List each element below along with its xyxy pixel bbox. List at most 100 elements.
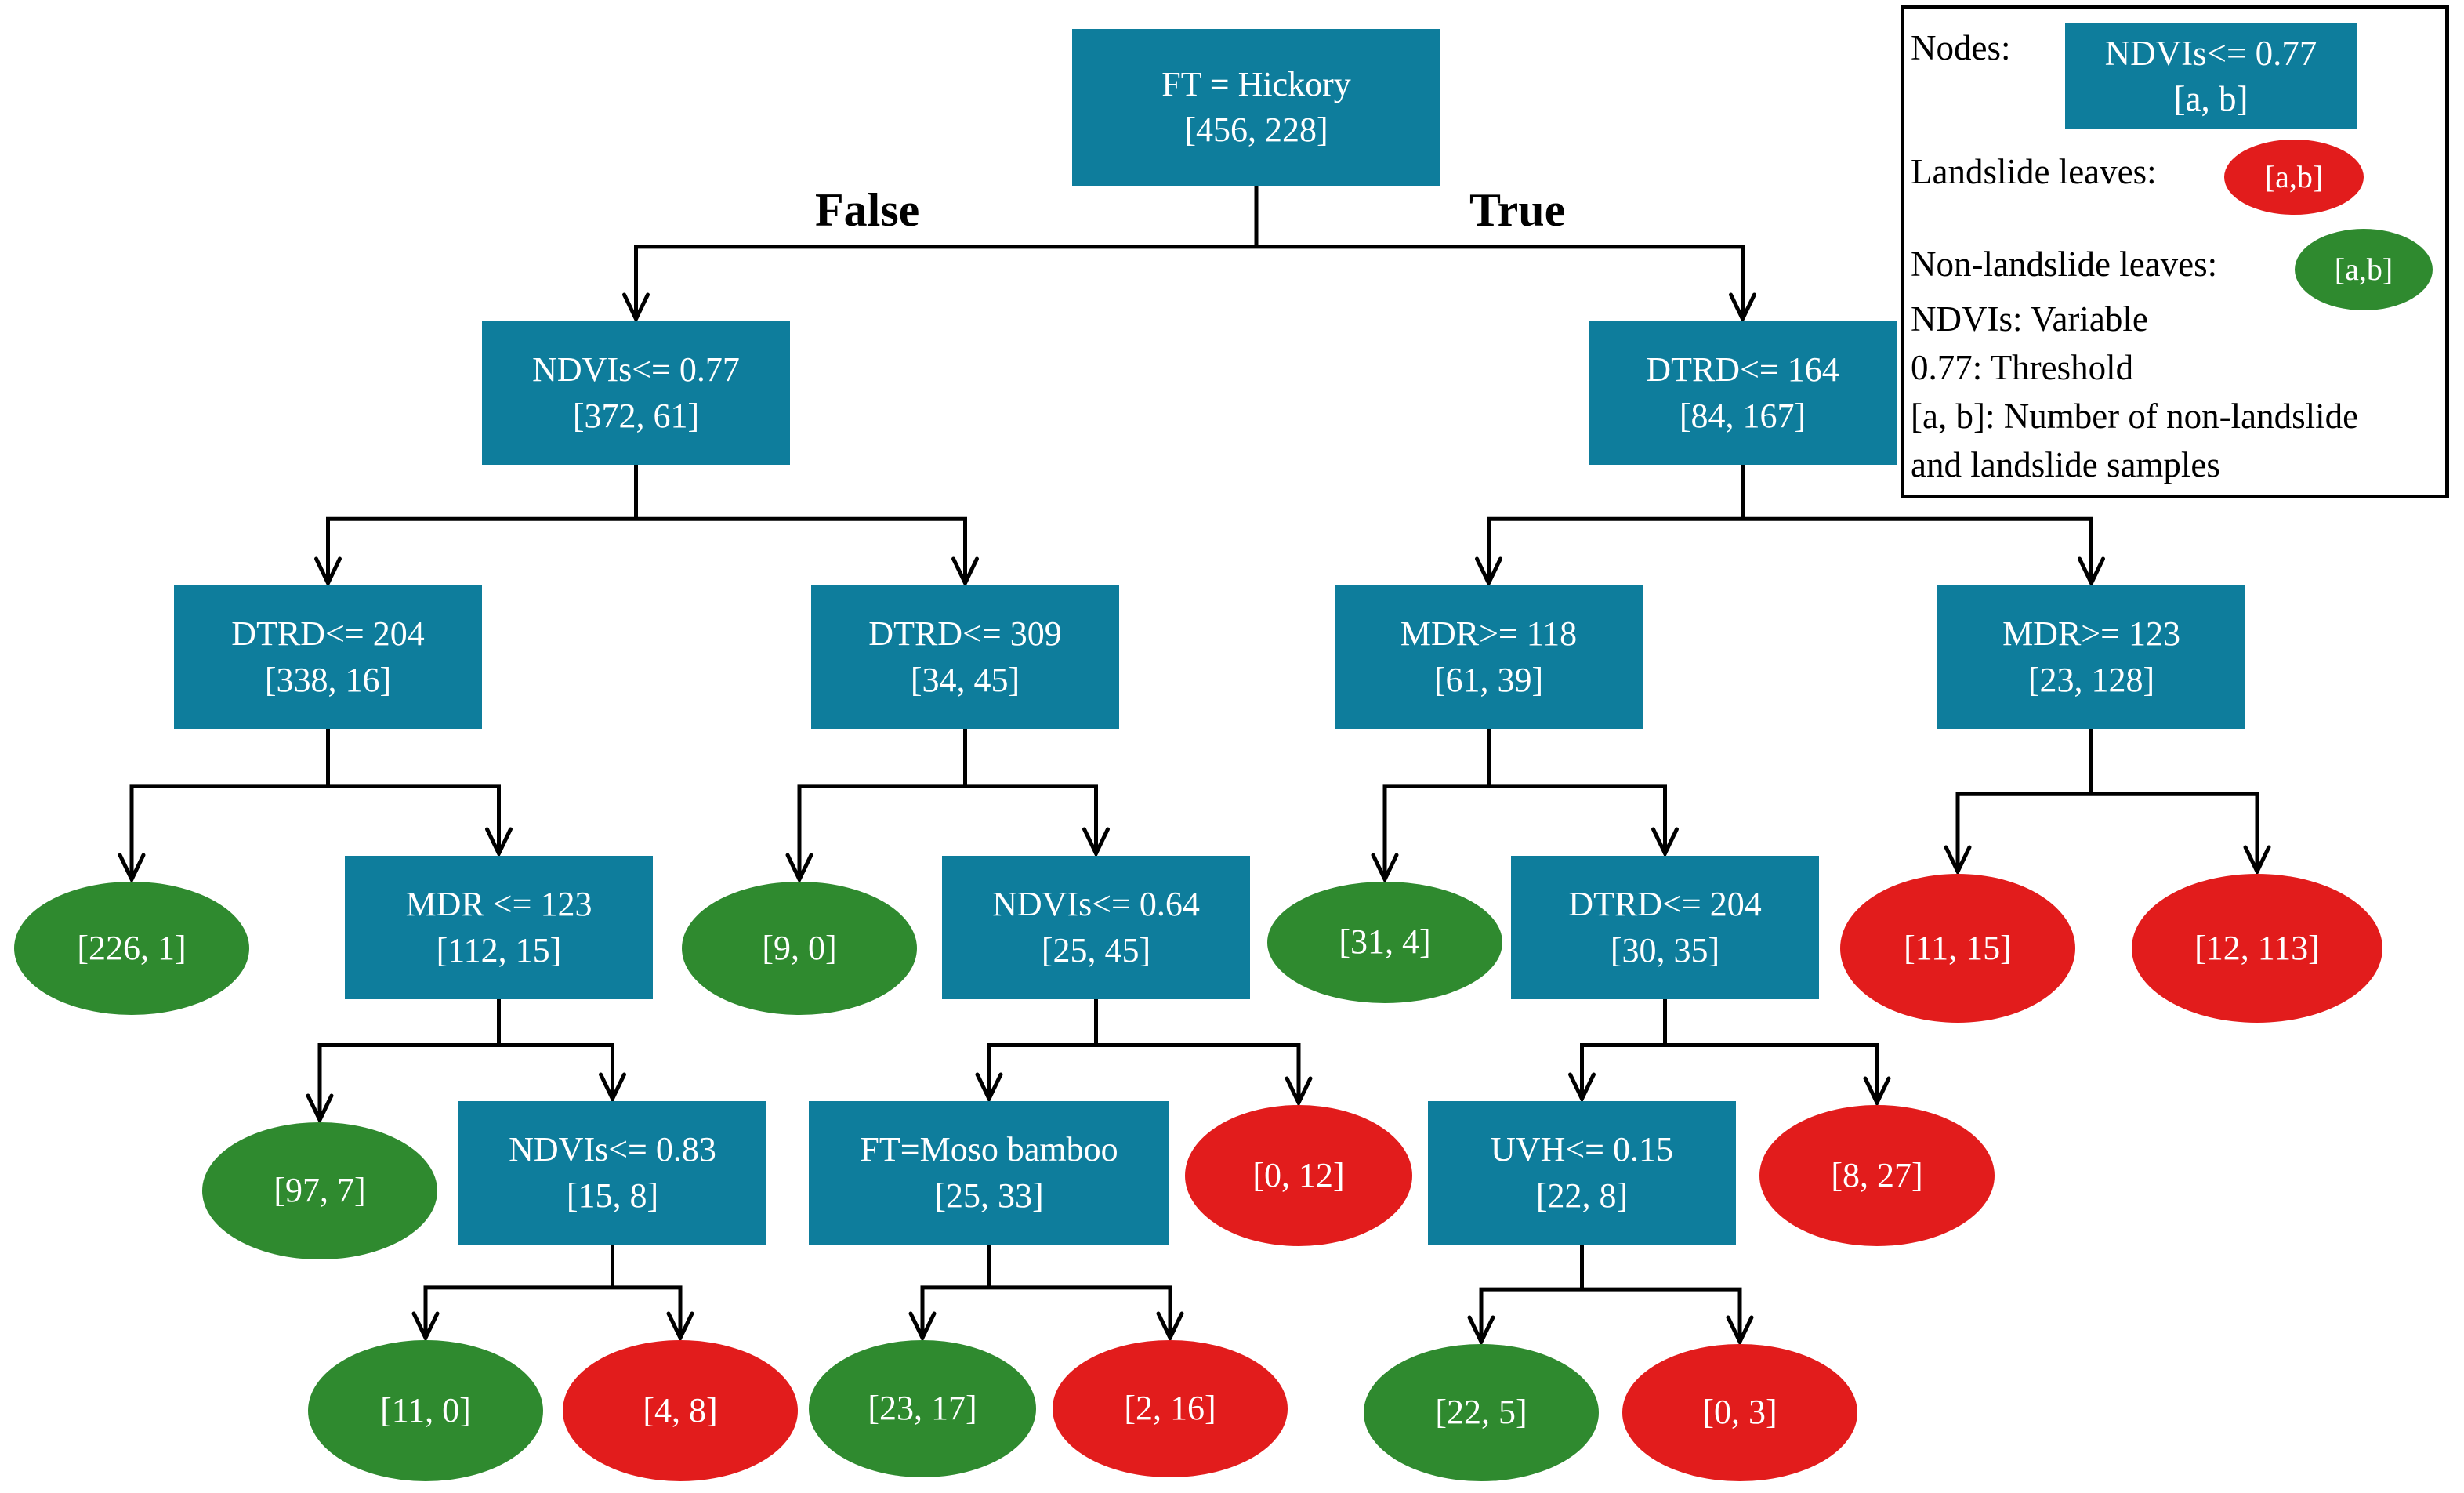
- leaf-counts: [9, 0]: [762, 928, 837, 967]
- legend-nonlandslide-swatch: [a,b]: [2295, 229, 2433, 310]
- node-label: UVH<= 0.15: [1491, 1130, 1673, 1169]
- arrow-head-icon: [2243, 845, 2271, 876]
- arrow-head-icon: [1082, 827, 1110, 858]
- arrow-head-icon: [411, 1311, 440, 1343]
- arrow-head-icon: [1726, 1315, 1754, 1346]
- node-label: NDVIs<= 0.64: [992, 885, 1200, 924]
- arrow-head-icon: [1568, 1072, 1596, 1103]
- arrow-head-icon: [785, 853, 813, 884]
- arrow-head-icon: [314, 556, 342, 588]
- leaf-counts: [0, 3]: [1702, 1393, 1777, 1432]
- legend-landslide-label: Landslide leaves:: [1911, 152, 2157, 191]
- node-label: DTRD<= 309: [868, 614, 1062, 654]
- arrow-head-icon: [1729, 292, 1756, 324]
- leaf-landslide: [2, 16]: [1053, 1340, 1288, 1477]
- arrow-head-icon: [1156, 1311, 1184, 1343]
- leaf-landslide: [12, 113]: [2132, 874, 2382, 1023]
- node-dtrd-204-left: DTRD<= 204 [338, 16]: [174, 585, 482, 729]
- node-ft-moso-bamboo: FT=Moso bamboo [25, 33]: [809, 1101, 1169, 1245]
- arrow-head-icon: [1467, 1315, 1495, 1346]
- node-counts: [15, 8]: [566, 1176, 659, 1215]
- node-ndvis-083: NDVIs<= 0.83 [15, 8]: [458, 1101, 766, 1245]
- arrow-head-icon: [622, 292, 650, 324]
- legend-node-example-counts: [a, b]: [2173, 79, 2248, 118]
- node-counts: [84, 167]: [1679, 396, 1806, 435]
- arrow-head-icon: [118, 853, 146, 884]
- leaf-non-landslide: [31, 4]: [1267, 882, 1502, 1003]
- node-ndvis-077: NDVIs<= 0.77 [372, 61]: [482, 321, 790, 465]
- node-dtrd-309: DTRD<= 309 [34, 45]: [811, 585, 1119, 729]
- arrow-head-icon: [1475, 556, 1502, 588]
- leaf-non-landslide: [22, 5]: [1364, 1344, 1599, 1481]
- leaf-counts: [226, 1]: [77, 928, 187, 967]
- arrow-head-icon: [908, 1311, 937, 1343]
- leaf-counts: [97, 7]: [274, 1171, 366, 1210]
- arrow-head-icon: [1863, 1076, 1891, 1107]
- legend-line-samples-2: and landslide samples: [1911, 445, 2220, 484]
- node-counts: [22, 8]: [1535, 1176, 1629, 1215]
- leaf-counts: [0, 12]: [1252, 1155, 1345, 1194]
- node-counts: [30, 35]: [1610, 930, 1720, 969]
- node-mdr-123-left: MDR <= 123 [112, 15]: [345, 856, 653, 999]
- leaf-landslide: [4, 8]: [563, 1340, 798, 1481]
- legend-line-variable: NDVIs: Variable: [1911, 299, 2148, 339]
- node-label: NDVIs<= 0.83: [509, 1130, 716, 1169]
- arrow-head-icon: [666, 1311, 694, 1343]
- legend-landslide-swatch: [a,b]: [2224, 140, 2364, 215]
- node-counts: [61, 39]: [1433, 660, 1544, 699]
- node-label: MDR>= 123: [2002, 614, 2180, 654]
- arrow-head-icon: [1285, 1076, 1313, 1107]
- node-counts: [34, 45]: [910, 660, 1020, 699]
- legend-line-samples-1: [a, b]: Number of non-landslide: [1911, 397, 2359, 436]
- arrow-head-icon: [951, 556, 979, 588]
- arrow-head-icon: [1944, 845, 1972, 876]
- node-label: FT=Moso bamboo: [860, 1130, 1118, 1169]
- leaf-non-landslide: [23, 17]: [809, 1340, 1036, 1477]
- node-label: DTRD<= 204: [231, 614, 425, 654]
- arrow-head-icon: [975, 1072, 1003, 1103]
- leaf-counts: [8, 27]: [1831, 1155, 1923, 1194]
- leaf-landslide: [0, 12]: [1185, 1105, 1412, 1246]
- leaf-counts: [11, 0]: [380, 1390, 471, 1430]
- legend-line-threshold: 0.77: Threshold: [1911, 348, 2134, 387]
- node-label: MDR>= 118: [1400, 614, 1578, 654]
- node-counts: [25, 45]: [1041, 930, 1151, 969]
- legend-nonlandslide-label: Non-landslide leaves:: [1911, 245, 2218, 284]
- legend-landslide-example: [a,b]: [2264, 159, 2324, 194]
- node-label: NDVIs<= 0.77: [532, 350, 740, 390]
- node-label: FT = Hickory: [1161, 64, 1351, 103]
- arrow-head-icon: [599, 1072, 626, 1103]
- node-dtrd-164: DTRD<= 164 [84, 167]: [1589, 321, 1897, 465]
- leaf-landslide: [11, 15]: [1840, 874, 2075, 1023]
- legend-box: Nodes: NDVIs<= 0.77 [a, b] Landslide lea…: [1901, 5, 2449, 498]
- node-ndvis-064: NDVIs<= 0.64 [25, 45]: [942, 856, 1250, 999]
- node-counts: [456, 228]: [1184, 111, 1328, 149]
- node-mdr-123-right: MDR>= 123 [23, 128]: [1937, 585, 2245, 729]
- leaf-counts: [22, 5]: [1435, 1393, 1527, 1432]
- leaf-landslide: [8, 27]: [1759, 1105, 1995, 1246]
- arrow-head-icon: [1651, 827, 1679, 858]
- node-counts: [372, 61]: [572, 396, 700, 435]
- node-uvh-015: UVH<= 0.15 [22, 8]: [1428, 1101, 1736, 1245]
- leaf-counts: [11, 15]: [1904, 928, 2012, 967]
- arrow-head-icon: [306, 1093, 334, 1125]
- leaf-non-landslide: [9, 0]: [682, 882, 917, 1015]
- node-ft-hickory: FT = Hickory [456, 228]: [1072, 29, 1440, 186]
- arrow-head-icon: [485, 827, 513, 858]
- node-counts: [23, 128]: [2027, 660, 2155, 699]
- leaf-non-landslide: [226, 1]: [14, 882, 249, 1015]
- node-label: DTRD<= 164: [1646, 350, 1839, 390]
- legend-node-swatch: NDVIs<= 0.77 [a, b]: [2065, 23, 2357, 129]
- node-dtrd-204-right: DTRD<= 204 [30, 35]: [1511, 856, 1819, 999]
- leaf-counts: [2, 16]: [1124, 1389, 1216, 1428]
- leaf-non-landslide: [97, 7]: [202, 1122, 437, 1259]
- arrow-head-icon: [1371, 853, 1399, 884]
- node-counts: [25, 33]: [934, 1176, 1044, 1215]
- branch-label-false: False: [815, 184, 920, 236]
- leaf-counts: [4, 8]: [643, 1390, 718, 1430]
- node-label: MDR <= 123: [405, 885, 592, 924]
- legend-nodes-label: Nodes:: [1911, 28, 2011, 67]
- legend-nonlandslide-example: [a,b]: [2334, 252, 2393, 287]
